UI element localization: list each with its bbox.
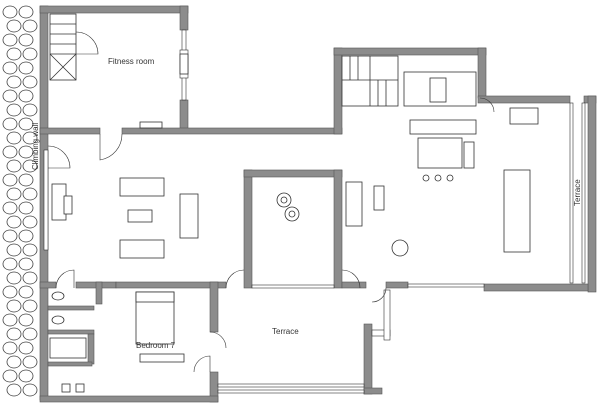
climbing-stone bbox=[2, 341, 18, 355]
climbing-stone bbox=[18, 173, 34, 187]
climbing-stone bbox=[18, 313, 34, 327]
kitchen bbox=[403, 71, 477, 182]
label-terrace-center: Terrace bbox=[272, 327, 299, 336]
climbing-stone bbox=[22, 383, 38, 397]
bedroom-furniture bbox=[135, 291, 185, 363]
climbing-stone bbox=[2, 201, 18, 215]
climbing-stone bbox=[22, 271, 38, 285]
living-room-furniture bbox=[51, 177, 199, 259]
climbing-stone bbox=[18, 229, 34, 243]
climbing-stone bbox=[22, 243, 38, 257]
climbing-stone bbox=[18, 257, 34, 271]
climbing-stone bbox=[18, 285, 34, 299]
climbing-stone bbox=[6, 131, 22, 145]
climbing-stone bbox=[22, 47, 38, 61]
climbing-stone bbox=[18, 145, 34, 159]
climbing-stone bbox=[2, 369, 18, 383]
climbing-stone bbox=[6, 75, 22, 89]
climbing-stone bbox=[6, 243, 22, 257]
climbing-stone bbox=[22, 103, 38, 117]
climbing-stone bbox=[6, 299, 22, 313]
climbing-stone bbox=[22, 327, 38, 341]
climbing-stone bbox=[22, 19, 38, 33]
climbing-stone bbox=[6, 103, 22, 117]
climbing-stone bbox=[18, 89, 34, 103]
climbing-stone bbox=[22, 131, 38, 145]
climbing-stone bbox=[6, 47, 22, 61]
climbing-stone bbox=[6, 327, 22, 341]
climbing-stone bbox=[2, 173, 18, 187]
climbing-stone bbox=[6, 19, 22, 33]
climbing-stone bbox=[6, 187, 22, 201]
label-climbing-wall: Climbing wall bbox=[31, 123, 40, 170]
climbing-stone bbox=[18, 201, 34, 215]
label-bedroom: Bedroom 7 bbox=[136, 341, 176, 350]
climbing-stone bbox=[22, 75, 38, 89]
climbing-stone bbox=[22, 187, 38, 201]
dining-area bbox=[345, 107, 539, 257]
climbing-stone bbox=[2, 145, 18, 159]
climbing-stone bbox=[22, 215, 38, 229]
climbing-stone bbox=[6, 383, 22, 397]
climbing-stone bbox=[2, 61, 18, 75]
bathroom-fixtures bbox=[49, 291, 87, 393]
doors bbox=[47, 31, 495, 373]
climbing-stone bbox=[6, 355, 22, 369]
climbing-stone bbox=[2, 89, 18, 103]
climbing-stone bbox=[18, 341, 34, 355]
label-terrace-right: Terrace bbox=[573, 179, 582, 206]
climbing-stone bbox=[22, 159, 38, 173]
climbing-stone bbox=[6, 271, 22, 285]
fitness-equipment bbox=[139, 53, 189, 129]
climbing-stone bbox=[18, 369, 34, 383]
staircase-right bbox=[341, 55, 399, 107]
climbing-stone bbox=[18, 5, 34, 19]
climbing-stone bbox=[2, 257, 18, 271]
climbing-stone bbox=[18, 33, 34, 47]
climbing-stone bbox=[2, 313, 18, 327]
climbing-wall-stones bbox=[2, 5, 38, 397]
climbing-stone bbox=[6, 215, 22, 229]
climbing-stone bbox=[2, 117, 18, 131]
courtyard-plants bbox=[276, 192, 300, 222]
climbing-stone bbox=[18, 117, 34, 131]
climbing-stone bbox=[22, 299, 38, 313]
climbing-stone bbox=[6, 159, 22, 173]
climbing-stone bbox=[2, 285, 18, 299]
label-fitness-room: Fitness room bbox=[108, 57, 155, 66]
staircase-left bbox=[49, 13, 77, 81]
climbing-stone bbox=[2, 229, 18, 243]
climbing-stone bbox=[2, 33, 18, 47]
climbing-stone bbox=[18, 61, 34, 75]
climbing-stone bbox=[22, 355, 38, 369]
climbing-stone bbox=[2, 5, 18, 19]
